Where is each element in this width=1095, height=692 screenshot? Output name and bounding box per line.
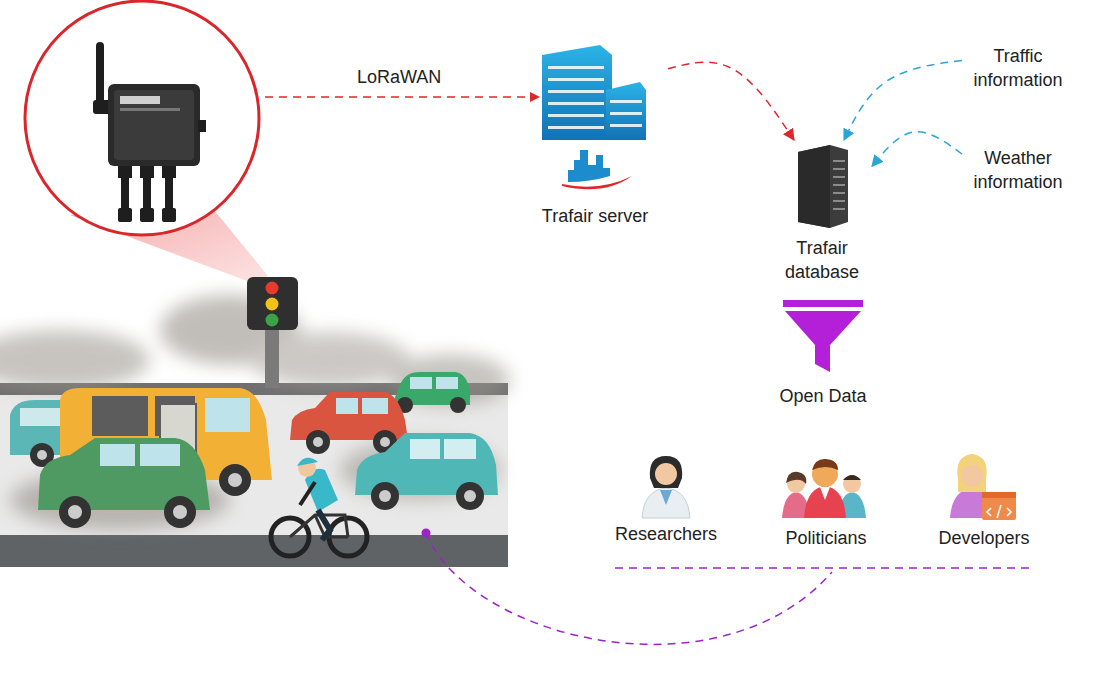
server-node: Trafair server (522, 38, 668, 230)
data-flow-arrow (668, 62, 794, 140)
database-icon (798, 145, 848, 228)
node-label: Traffic information (966, 44, 1070, 92)
audience-node: Developers (922, 452, 1046, 552)
audience-node: Politicians (764, 452, 888, 552)
source-node: Traffic information (962, 38, 1074, 94)
link-label: LoRaWAN (357, 66, 441, 88)
node-label: Developers (938, 526, 1029, 550)
node-label: Researchers (615, 522, 717, 546)
zoom-circle (25, 1, 259, 235)
source-node: Weather information (962, 140, 1074, 196)
lorawan-line (265, 96, 532, 98)
traffic-light-pole (265, 328, 279, 388)
smog (0, 295, 510, 530)
arrow-head (530, 92, 540, 102)
developer-icon (950, 454, 1016, 520)
car (392, 372, 470, 413)
node-label: Open Data (779, 384, 866, 408)
users-line (615, 567, 1035, 569)
car (355, 433, 498, 510)
traffic-light (247, 277, 298, 330)
road-edge (0, 535, 508, 567)
node-label: Trafair server (542, 204, 648, 228)
road (0, 385, 508, 567)
funnel-icon (783, 300, 863, 372)
politicians-icon (782, 459, 866, 518)
node-label: Weather information (966, 146, 1070, 194)
researcher-icon (642, 456, 690, 518)
data-flow-arrow (872, 132, 962, 166)
car (38, 438, 210, 528)
node-label: Trafair database (776, 236, 868, 284)
open-data-node: Open Data (758, 296, 888, 410)
database-node: Trafair database (772, 140, 872, 286)
building-icon (542, 45, 646, 189)
node-label: Politicians (785, 526, 866, 550)
cyclist (271, 458, 367, 556)
car (290, 392, 408, 454)
sensor-device (93, 42, 206, 222)
audience-node: Researchers (604, 452, 728, 548)
data-return-line (426, 533, 832, 644)
data-flow-arrow (844, 60, 962, 140)
